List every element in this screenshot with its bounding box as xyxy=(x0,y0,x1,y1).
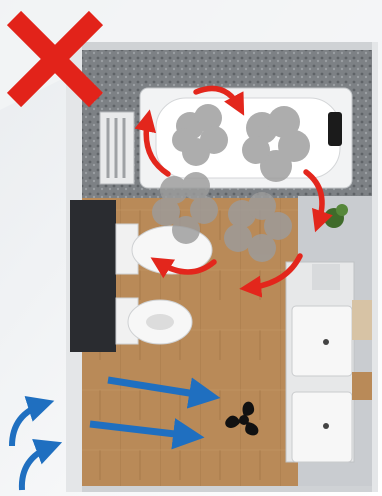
bathtub xyxy=(140,88,352,188)
wall-cabinet xyxy=(70,200,116,352)
washbasin-upper xyxy=(292,306,352,376)
washbasin-lower xyxy=(292,392,352,462)
bidet xyxy=(116,298,192,344)
towel-rack xyxy=(100,112,134,184)
bath-pillow xyxy=(328,112,342,146)
